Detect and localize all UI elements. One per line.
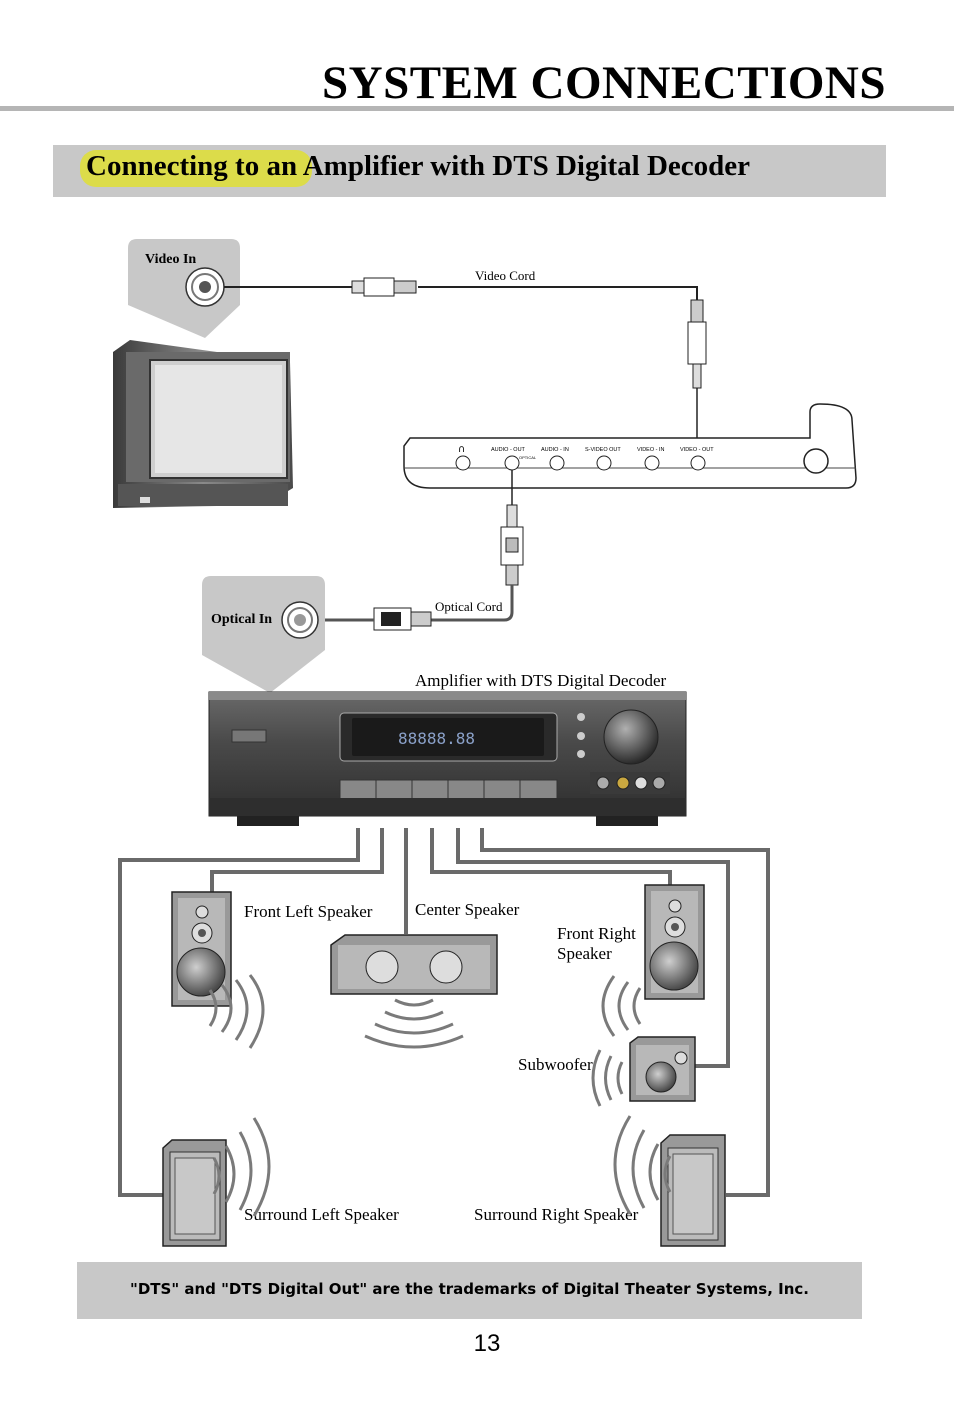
- amplifier-label: Amplifier with DTS Digital Decoder: [415, 671, 667, 690]
- section-highlight: [80, 150, 312, 187]
- subwoofer-label: Subwoofer: [518, 1055, 593, 1074]
- page-title: SYSTEM CONNECTIONS: [322, 57, 886, 109]
- section-heading-rest: Amplifier with DTS Digital Decoder: [297, 150, 751, 182]
- surround-left-speaker-icon: Surround Left Speaker: [162, 1117, 399, 1247]
- video-in-label: Video In: [145, 252, 196, 267]
- video-in-callout: Video In: [128, 239, 240, 338]
- connection-diagram: Video In Video Cord ∩ A: [113, 239, 857, 1247]
- optical-in-callout: Optical In: [202, 576, 325, 693]
- tv-icon: [113, 340, 293, 508]
- front-right-speaker-label-2: Speaker: [557, 944, 612, 963]
- amplifier-icon: Amplifier with DTS Digital Decoder 88888…: [208, 671, 687, 826]
- section-heading: Connecting to an Amplifier with DTS Digi…: [86, 150, 750, 183]
- optical-cord: Optical Cord: [318, 470, 524, 631]
- center-speaker-label: Center Speaker: [415, 900, 520, 919]
- player-back-panel: ∩ AUDIO - OUT OPTICAL AUDIO - IN S-VIDEO…: [403, 403, 857, 489]
- speaker-wires: [118, 828, 770, 1197]
- trademark-note: "DTS" and "DTS Digital Out" are the trad…: [130, 1280, 809, 1298]
- footer-bar: [77, 1262, 862, 1319]
- amp-display-digits: 88888.88: [398, 729, 475, 748]
- title-rule: [0, 106, 954, 111]
- port-audio-in-label: AUDIO - IN: [541, 447, 569, 453]
- section-heading-highlight: Connecting to an: [86, 150, 298, 182]
- surround-right-speaker-icon: Surround Right Speaker: [474, 1115, 726, 1247]
- page-number: 13: [473, 1330, 501, 1357]
- surround-left-speaker-label: Surround Left Speaker: [244, 1205, 399, 1224]
- front-right-speaker-label-1: Front Right: [557, 924, 636, 943]
- optical-in-label: Optical In: [211, 612, 272, 627]
- port-svideo-out-label: S-VIDEO OUT: [585, 447, 621, 453]
- subwoofer-icon: Subwoofer: [518, 1036, 696, 1107]
- center-speaker-icon: Center Speaker: [330, 900, 520, 1049]
- port-optical-label: OPTICAL: [519, 455, 537, 460]
- surround-right-speaker-label: Surround Right Speaker: [474, 1205, 639, 1224]
- front-left-speaker-icon: Front Left Speaker: [171, 891, 373, 1049]
- port-video-out-label: VIDEO - OUT: [680, 447, 714, 453]
- front-right-speaker-icon: Front Right Speaker: [557, 884, 705, 1037]
- headphone-icon: ∩: [458, 444, 465, 455]
- video-cord: Video Cord: [224, 268, 707, 456]
- video-cord-label: Video Cord: [475, 268, 536, 283]
- front-left-speaker-label: Front Left Speaker: [244, 902, 373, 921]
- port-audio-out-label: AUDIO - OUT: [491, 447, 526, 453]
- port-video-in-label: VIDEO - IN: [637, 447, 665, 453]
- optical-cord-label: Optical Cord: [435, 599, 503, 614]
